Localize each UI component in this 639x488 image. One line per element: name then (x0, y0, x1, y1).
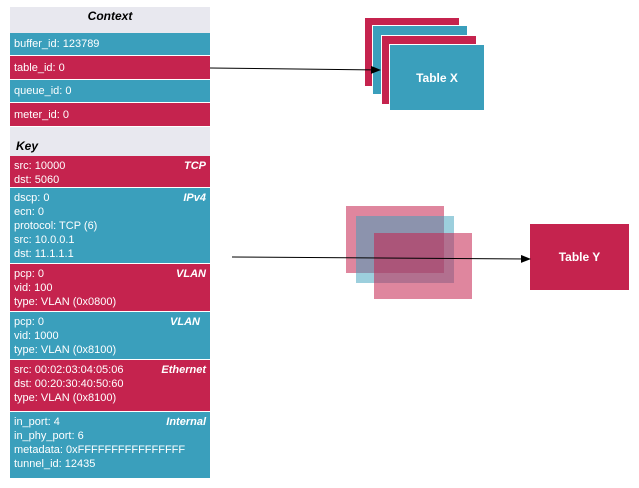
arrow-to-table-y (231, 254, 531, 263)
context-field-meter-id: meter_id: 0 (10, 103, 210, 127)
field-line: src: 10.0.0.1 (14, 234, 75, 246)
table-y-label: Table Y (558, 250, 601, 264)
field-line: src: 00:02:03:04:05:06 (14, 364, 124, 376)
table-y: Table Y (530, 224, 629, 290)
key-header-ethernet: Ethernet src: 00:02:03:04:05:06 dst: 00:… (10, 360, 210, 412)
field-line: ecn: 0 (14, 206, 44, 218)
context-field-queue-id: queue_id: 0 (10, 80, 210, 103)
key-header-internal: Internal in_port: 4 in_phy_port: 6 metad… (10, 412, 210, 478)
field-line: in_phy_port: 6 (14, 430, 84, 442)
faded-table-layer (374, 233, 472, 299)
protocol-label: Ethernet (161, 364, 206, 376)
field-line: in_port: 4 (14, 416, 60, 428)
key-header-vlan-outer: VLAN pcp: 0 vid: 100 type: VLAN (0x0800) (10, 264, 210, 312)
arrow-to-table-x (209, 65, 381, 74)
key-header-tcp: TCP src: 10000 dst: 5060 (10, 156, 210, 188)
protocol-label: IPv4 (183, 192, 206, 204)
context-field-label: buffer_id: 123789 (14, 38, 100, 50)
field-line: metadata: 0xFFFFFFFFFFFFFFFF (14, 444, 186, 456)
table-x: Table X (389, 44, 485, 111)
protocol-label: VLAN (170, 316, 200, 328)
context-field-label: meter_id: 0 (14, 108, 70, 121)
key-header-ipv4: IPv4 dscp: 0 ecn: 0 protocol: TCP (6) sr… (10, 188, 210, 264)
field-line: vid: 1000 (14, 330, 59, 342)
context-title: Context (87, 9, 133, 23)
protocol-label: VLAN (176, 268, 206, 280)
key-header-vlan-inner: VLAN pcp: 0 vid: 1000 type: VLAN (0x8100… (10, 312, 210, 360)
field-line: tunnel_id: 12435 (14, 458, 96, 470)
field-line: dst: 00:20:30:40:50:60 (14, 378, 124, 390)
field-line: protocol: TCP (6) (14, 220, 98, 232)
field-line: src: 10000 (14, 160, 66, 172)
protocol-label: TCP (184, 160, 206, 172)
table-x-label: Table X (416, 70, 458, 85)
context-field-label: table_id: 0 (14, 61, 65, 74)
field-line: dscp: 0 (14, 192, 50, 204)
key-title: Key (16, 139, 39, 153)
context-field-label: queue_id: 0 (14, 85, 72, 97)
field-line: type: VLAN (0x8100) (14, 392, 117, 404)
field-line: dst: 11.1.1.1 (14, 248, 74, 260)
field-line: pcp: 0 (14, 268, 44, 280)
protocol-label: Internal (166, 416, 206, 428)
field-line: vid: 100 (14, 282, 53, 294)
field-line: type: VLAN (0x0800) (14, 296, 117, 308)
field-line: pcp: 0 (14, 316, 44, 328)
field-line: dst: 5060 (14, 174, 60, 186)
context-field-buffer-id: buffer_id: 123789 (10, 33, 210, 56)
context-field-table-id: table_id: 0 (10, 56, 210, 80)
field-line: type: VLAN (0x8100) (14, 344, 117, 356)
